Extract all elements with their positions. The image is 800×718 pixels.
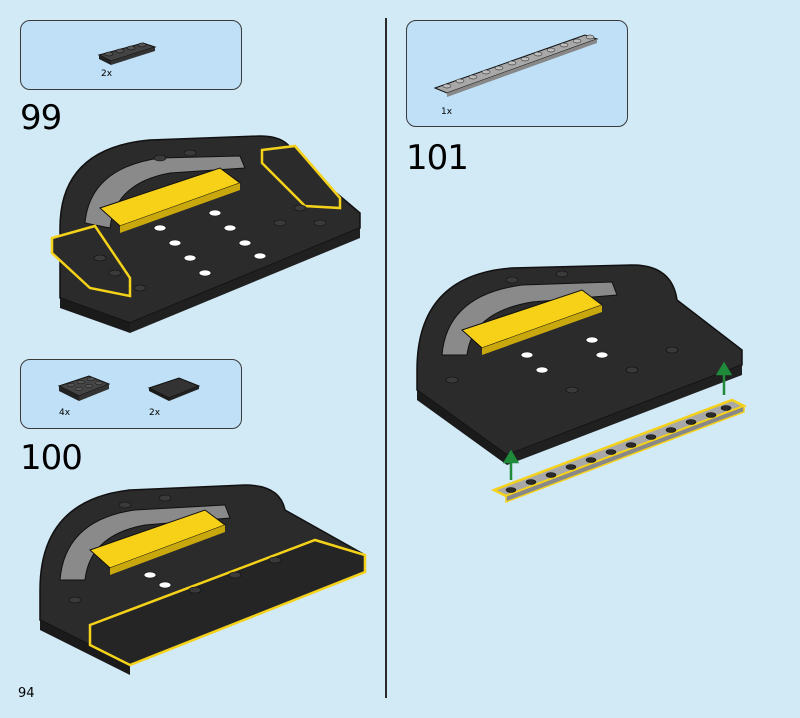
page-number: 94 [18, 686, 35, 701]
part-quantity: 1x [441, 107, 453, 117]
model-step-100 [39, 484, 367, 675]
parts-callout-step-99: 2x [20, 20, 242, 90]
model-step-101 [416, 264, 748, 504]
column-divider [385, 18, 387, 698]
black-2x3-plate-icon [57, 375, 111, 401]
grey-1x12-plate-icon [433, 34, 599, 97]
part-quantity: 2x [101, 69, 113, 79]
model-step-99 [50, 135, 361, 333]
part-quantity: 2x [149, 408, 161, 418]
parts-callout-step-100: 4x 2x [20, 359, 242, 429]
step-number-99: 99 [20, 98, 62, 138]
step-number-100: 100 [20, 438, 83, 478]
black-1x4-plate-icon [97, 42, 157, 65]
parts-callout-step-101: 1x [406, 20, 628, 127]
step-number-101: 101 [406, 138, 469, 178]
part-quantity: 4x [59, 408, 71, 418]
black-2x3-tile-icon [147, 377, 201, 401]
